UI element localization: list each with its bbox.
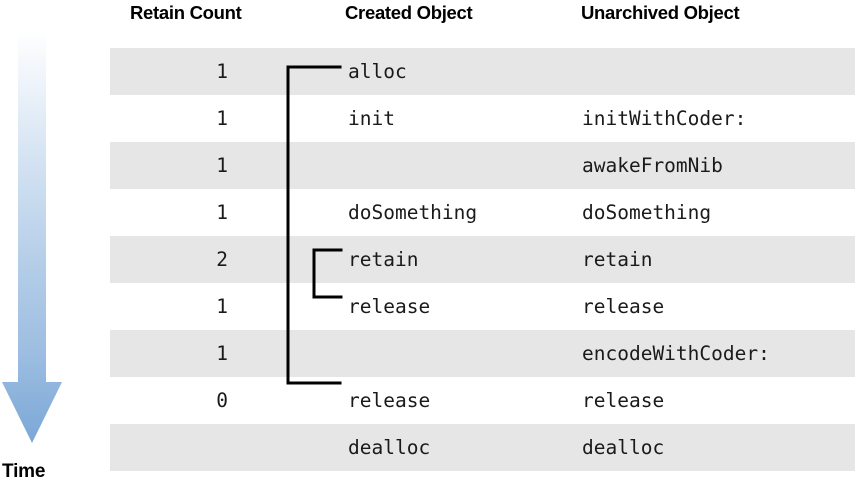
timeline-table: 1 alloc 1 init initWithCoder: 1 awakeFromNib 1 d… xyxy=(110,48,855,471)
cell-retain-count: 1 xyxy=(216,154,228,177)
cell-retain-count: 1 xyxy=(216,201,228,224)
cell-created-object: release xyxy=(348,295,431,318)
cell-created-object: dealloc xyxy=(348,436,431,459)
cell-retain-count: 1 xyxy=(216,60,228,83)
table-row: 1 awakeFromNib xyxy=(110,142,855,189)
cell-retain-count: 1 xyxy=(216,107,228,130)
table-row: dealloc dealloc xyxy=(110,424,855,471)
cell-retain-count: 1 xyxy=(216,342,228,365)
cell-created-object: release xyxy=(348,389,431,412)
cell-unarchived-object: retain xyxy=(582,248,653,271)
cell-retain-count xyxy=(110,424,228,471)
column-header-created-object: Created Object xyxy=(345,2,473,23)
table-row: 1 alloc xyxy=(110,48,855,95)
cell-unarchived-object: dealloc xyxy=(582,436,665,459)
cell-created-object: doSomething xyxy=(348,201,478,224)
table-row: 1 doSomething doSomething xyxy=(110,189,855,236)
cell-retain-count: 1 xyxy=(216,295,228,318)
table-row: 1 init initWithCoder: xyxy=(110,95,855,142)
time-arrow-icon xyxy=(2,30,62,443)
table-row: 1 encodeWithCoder: xyxy=(110,330,855,377)
cell-retain-count: 2 xyxy=(216,248,228,271)
cell-created-object: init xyxy=(348,107,395,130)
cell-unarchived-object: awakeFromNib xyxy=(582,154,723,177)
cell-unarchived-object: release xyxy=(582,389,665,412)
table-row: 2 retain retain xyxy=(110,236,855,283)
cell-created-object: alloc xyxy=(348,60,407,83)
cell-unarchived-object: release xyxy=(582,295,665,318)
cell-unarchived-object: initWithCoder: xyxy=(582,107,747,130)
table-row: 1 release release xyxy=(110,283,855,330)
table-row: 0 release release xyxy=(110,377,855,424)
cell-unarchived-object: doSomething xyxy=(582,201,712,224)
cell-unarchived-object: encodeWithCoder: xyxy=(582,342,770,365)
time-axis-label: Time xyxy=(2,461,46,482)
cell-created-object: retain xyxy=(348,248,419,271)
cell-retain-count: 0 xyxy=(216,389,228,412)
column-header-unarchived-object: Unarchived Object xyxy=(581,2,740,23)
column-header-retain-count: Retain Count xyxy=(130,2,242,23)
